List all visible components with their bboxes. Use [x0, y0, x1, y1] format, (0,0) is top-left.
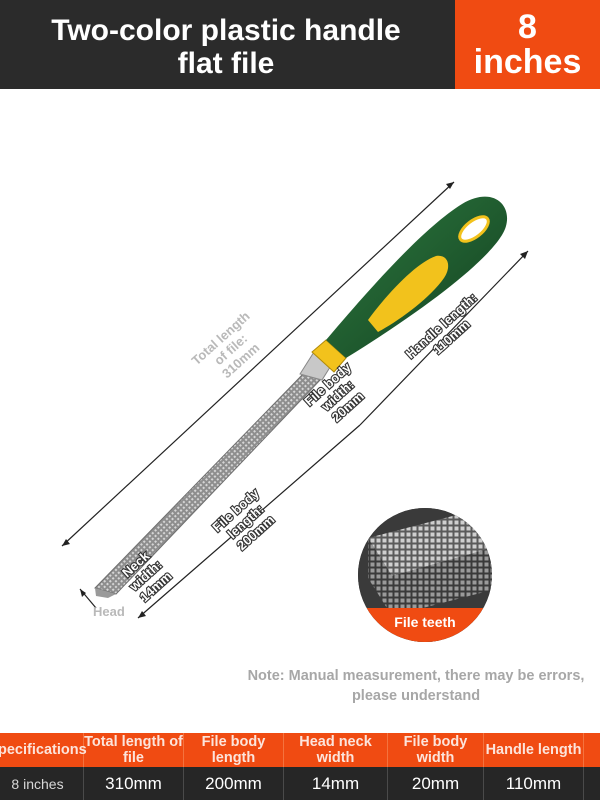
- page-title: Two-color plastic handle flat file: [0, 14, 452, 80]
- size-badge-unit: inches: [473, 43, 582, 81]
- spec-value-handle-length: 110mm: [484, 767, 584, 800]
- handle-length-dimension: [359, 250, 529, 426]
- file-illustration: Total length of file: 310mm File body wi…: [0, 89, 600, 729]
- spec-value-neck-width: 14mm: [284, 767, 388, 800]
- file-teeth-label: File teeth: [358, 608, 492, 642]
- spec-table-header: Specifications Total length of file File…: [0, 733, 600, 767]
- file-handle: [299, 196, 508, 381]
- spec-value-body-length: 200mm: [184, 767, 284, 800]
- spec-header-handle-length: Handle length: [484, 733, 584, 767]
- spec-table: Specifications Total length of file File…: [0, 733, 600, 800]
- file-teeth-inset: File teeth: [358, 508, 492, 642]
- spec-table-row: 8 inches 310mm 200mm 14mm 20mm 110mm: [0, 767, 600, 800]
- head-label: Head: [93, 604, 125, 619]
- file-diagram: Total length of file: 310mm File body wi…: [61, 181, 529, 619]
- total-length-label: Total length of file: 310mm: [189, 308, 263, 381]
- size-badge-number: 8: [518, 8, 537, 46]
- page-title-line2: flat file: [177, 47, 275, 80]
- size-badge: 8 inches: [455, 0, 600, 89]
- spec-header-specifications: Specifications: [0, 733, 87, 767]
- spec-header-total-length: Total length of file: [84, 733, 184, 767]
- spec-header-body-width: File body width: [388, 733, 484, 767]
- spec-header-neck-width: Head neck width: [284, 733, 388, 767]
- spec-value-total-length: 310mm: [84, 767, 184, 800]
- measurement-note: Note: Manual measurement, there may be e…: [247, 668, 585, 704]
- body-length-dimension: [137, 424, 361, 619]
- total-length-dimension: [61, 181, 455, 547]
- neck-width-label: Neck width: 14mm: [118, 547, 176, 606]
- spec-header-body-length: File body length: [184, 733, 284, 767]
- spec-value-body-width: 20mm: [388, 767, 484, 800]
- page-title-line1: Two-color plastic handle: [51, 14, 401, 47]
- header-bar: Two-color plastic handle flat file 8 inc…: [0, 0, 600, 89]
- spec-value-specifications: 8 inches: [0, 767, 84, 800]
- head-dimension: [79, 588, 97, 609]
